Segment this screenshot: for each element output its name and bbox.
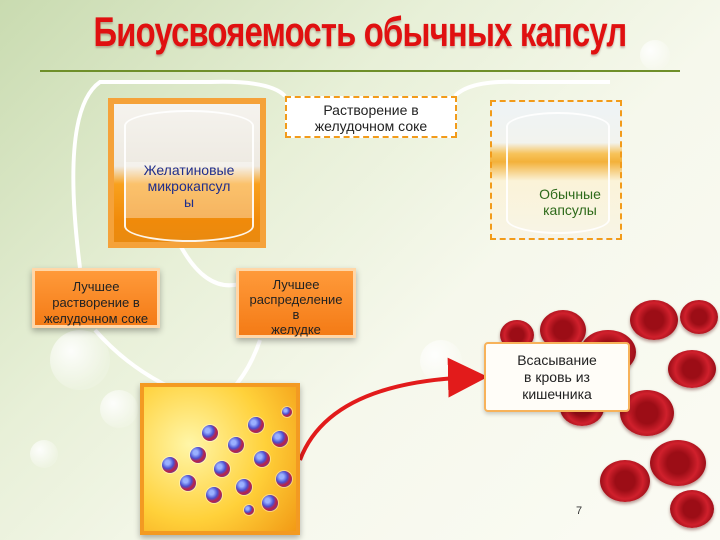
ordinary-beaker-photo — [490, 100, 622, 240]
dissolution-stomach-label: Растворение в желудочном соке — [285, 96, 457, 138]
molecules-panel — [140, 383, 300, 535]
beaker-icon — [124, 110, 254, 242]
gelatin-microcapsules-label: Желатиновые микрокапсул ы — [124, 162, 254, 218]
absorption-blood-box: Всасывание в кровь из кишечника — [484, 342, 630, 412]
bubble-decoration — [100, 390, 138, 428]
beaker-icon — [506, 112, 610, 234]
ordinary-capsules-label: Обычные капсулы — [539, 186, 601, 218]
page-title: Биоусвояемость обычных капсул — [93, 8, 628, 55]
gelatin-beaker-photo — [108, 98, 266, 248]
better-distribution-box: Лучшее распределение в желудке — [236, 268, 356, 338]
bubble-decoration — [30, 440, 58, 468]
title-underline — [40, 70, 680, 72]
better-dissolution-box: Лучшее растворение в желудочном соке — [32, 268, 160, 328]
bubble-decoration — [640, 40, 670, 70]
bubble-decoration — [50, 330, 110, 390]
page-number: 7 — [576, 505, 583, 517]
